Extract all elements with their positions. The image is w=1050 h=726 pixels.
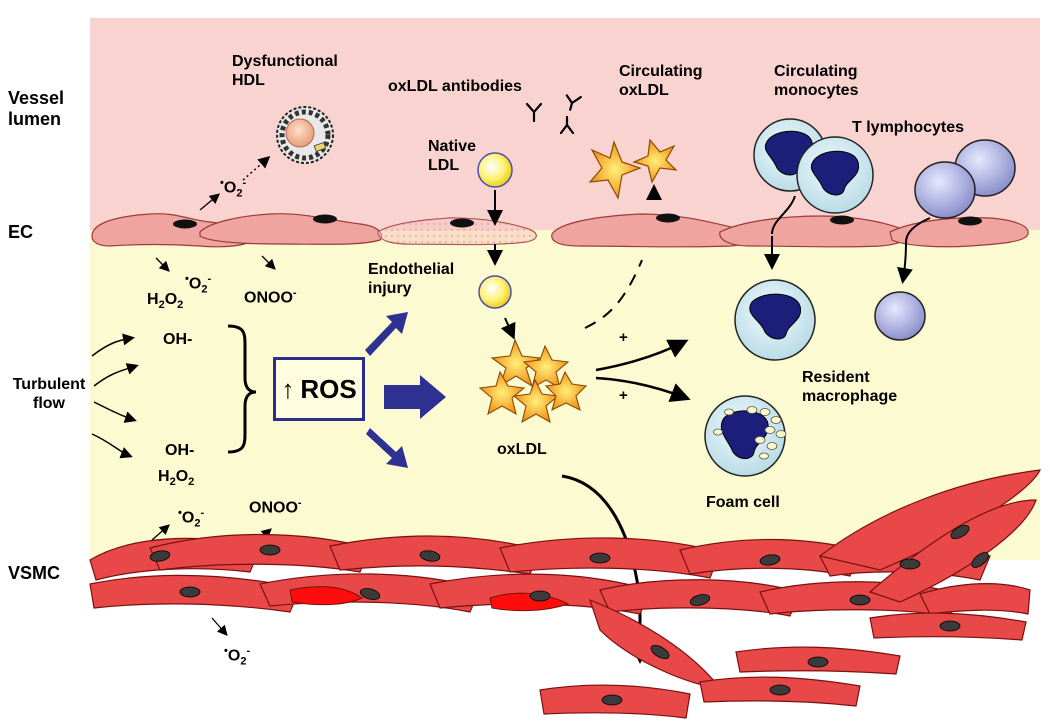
- ec-label: EC: [8, 222, 34, 242]
- peroxynitrite-label-top: ONOO-: [244, 287, 297, 307]
- peroxynitrite-label-bottom: ONOO-: [249, 497, 302, 517]
- foam-cell-label: Foam cell: [706, 494, 780, 511]
- t-lymphocytes-label: T lymphocytes: [852, 119, 965, 136]
- superoxide-label-media: •O2-: [224, 645, 251, 668]
- oxldl-star-cluster: [478, 338, 588, 424]
- ros-arrows: [365, 312, 446, 468]
- endothelial-injury-label: Endothelial injury: [368, 261, 455, 297]
- plus-sign-lower: +: [619, 387, 628, 404]
- dysfunctional-hdl-label: Dysfunctional HDL: [232, 53, 338, 89]
- superoxide-label-lumen: •O2-: [220, 177, 247, 200]
- hydroxyl-label-bottom: OH-: [165, 442, 195, 459]
- ros-label: ROS: [300, 373, 357, 404]
- circulating-monocytes-label: Circulating monocytes: [774, 63, 859, 99]
- oxldl-label: oxLDL: [497, 441, 547, 458]
- ros-box: ↑ ROS: [273, 357, 365, 421]
- superoxide-label-intima-top: •O2-: [185, 273, 212, 296]
- ros-up-arrow: ↑: [281, 373, 295, 404]
- vsmc-nuclei: [149, 524, 989, 706]
- circulating-oxldl-stars: [588, 138, 678, 200]
- resident-macrophage-label: Resident macrophage: [802, 369, 898, 405]
- turbulent-flow-arrows: [91, 333, 139, 459]
- hydrogen-peroxide-label-top: H2O2: [147, 291, 184, 312]
- circulating-oxldl-label: Circulating oxLDL: [619, 63, 703, 99]
- species-brace: [227, 324, 257, 454]
- native-ldl-particle: [477, 152, 513, 188]
- circulating-monocyte-2: [796, 136, 874, 214]
- plus-sign-upper: +: [619, 329, 628, 346]
- oxldl-antibody-icons: [525, 94, 582, 135]
- hydroxyl-label-top: OH-: [163, 331, 193, 348]
- ldl-in-intima: [478, 275, 512, 309]
- oxldl-antibodies-label: oxLDL antibodies: [388, 78, 522, 95]
- foam-cell-body: [704, 395, 787, 477]
- vsmc-label: VSMC: [8, 563, 61, 583]
- superoxide-label-intima-bottom: •O2-: [178, 507, 205, 530]
- t-lymphocytes: [914, 139, 1016, 219]
- turbulent-flow-label: Turbulent flow: [12, 376, 86, 412]
- lymphocyte-in-intima: [874, 291, 926, 341]
- native-ldl-label: Native LDL: [428, 138, 477, 174]
- hydrogen-peroxide-label-bottom: H2O2: [158, 468, 195, 489]
- resident-macrophage-cell: [734, 279, 816, 361]
- endothelial-layer: [91, 213, 1029, 248]
- vessel-lumen-label: Vessel lumen: [8, 88, 65, 129]
- dysfunctional-hdl-particle: [276, 106, 334, 164]
